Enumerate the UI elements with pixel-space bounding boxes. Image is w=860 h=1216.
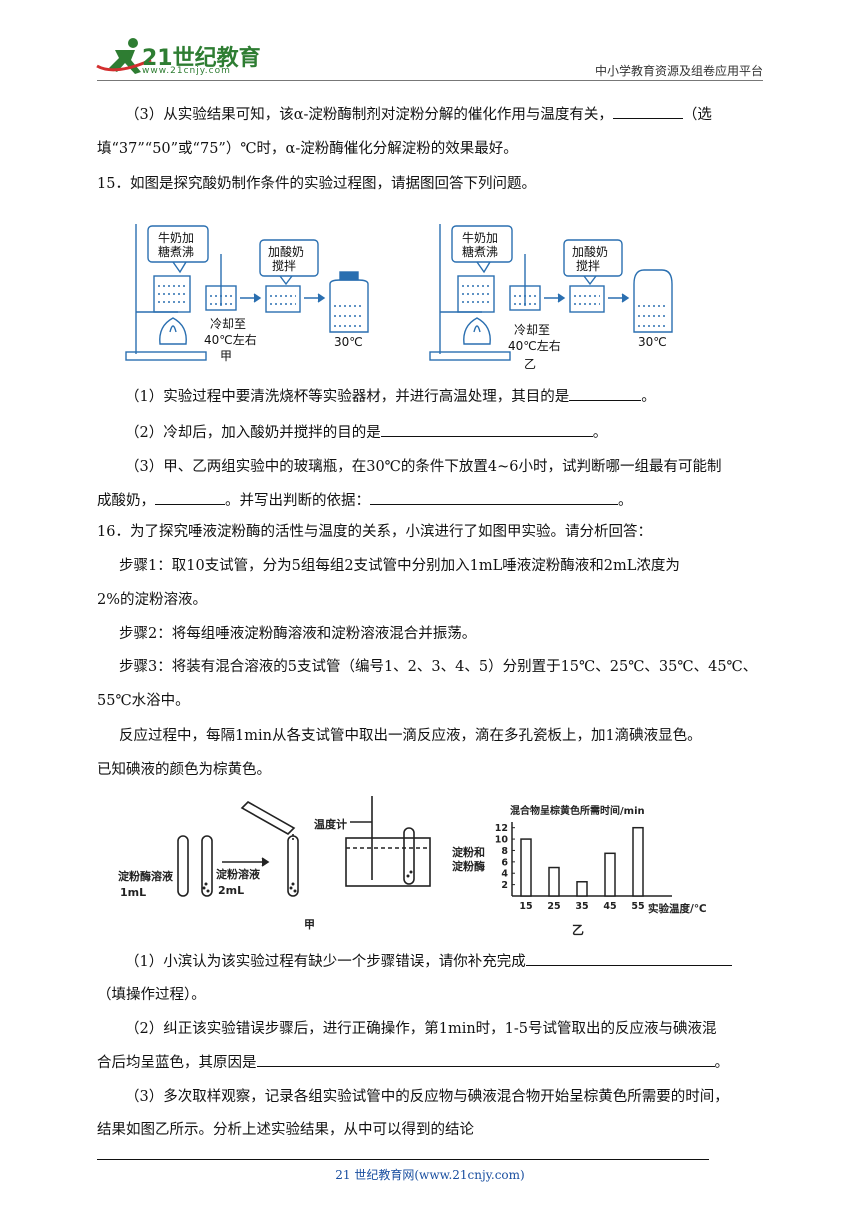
logo-icon — [96, 38, 152, 74]
chart-bar — [604, 852, 616, 897]
chart-ytick-label: 12 — [495, 823, 508, 834]
q15-p3-text-c: 。 — [618, 493, 633, 509]
fig16-label-mix-1: 淀粉和 — [452, 845, 485, 859]
fig-jia-add-2: 搅拌 — [272, 258, 296, 273]
q16-stem: 16．为了探究唾液淀粉酶的活性与温度的关系，小滨进行了如图甲实验。请分析回答： — [97, 524, 652, 540]
q14-p3-line2: 填“37”“50”或“75”）℃时，α-淀粉酶催化分解淀粉的效果最好。 — [97, 141, 518, 157]
q16-p1-line2: （填操作过程）。 — [97, 987, 206, 1003]
q16-p2-line2: 合后均呈蓝色，其原因是 。 — [97, 1052, 763, 1073]
fig16-label-enzyme: 淀粉酶溶液 — [118, 869, 174, 883]
q15-p1-end: 。 — [641, 389, 656, 405]
fig-jia-temp: 30℃ — [334, 335, 363, 349]
q16-step3-line2: 55℃水浴中。 — [97, 693, 190, 709]
fig-jia-boil-1: 牛奶加 — [158, 230, 194, 245]
q16-p2-line1: （2）纠正该实验错误步骤后，进行正确操作，第1min时，1-5号试管取出的反应液… — [125, 1021, 717, 1037]
answer-blank[interactable] — [612, 104, 683, 119]
q15-p3-line2: 成酸奶， 。并写出判断的依据： 。 — [97, 490, 763, 511]
q15-p3-text-b: 。并写出判断的依据： — [225, 493, 370, 509]
chart-bar — [520, 838, 532, 897]
q15-p2-end: 。 — [592, 425, 608, 441]
q16-p3-line2: 结果如图乙所示。分析上述实验结果，从中可以得到的结论 — [97, 1122, 474, 1138]
chart-bar — [632, 826, 644, 897]
q14-p3-text-b: （选 — [682, 107, 712, 123]
answer-blank[interactable] — [525, 951, 732, 966]
q15-figure: 牛奶加 糖煮沸 加酸奶 搅拌 冷却至 40℃左右 甲 30℃ 牛奶加 糖煮沸 加… — [125, 224, 673, 371]
fig-yi-boil-1: 牛奶加 — [462, 230, 498, 245]
q16-p1-line1: （1）小滨认为该实验过程有缺少一个步骤错误，请你补充完成 — [97, 951, 763, 972]
q15-stem: 15．如图是探究酸奶制作条件的实验过程图，请据图回答下列问题。 — [97, 176, 536, 192]
q16-p2-end: 。 — [714, 1055, 730, 1071]
chart-xtick-label: 45 — [603, 901, 616, 912]
q14-p3-line1: （3）从实验结果可知，该α-淀粉酶制剂对淀粉分解的催化作用与温度有关， （选 — [97, 104, 763, 125]
q16-reaction-line1: 反应过程中，每隔1min从各支试管中取出一滴反应液，滴在多孔瓷板上，加1滴碘液显… — [119, 728, 702, 744]
fig-yi-cool-1: 冷却至 — [514, 323, 550, 337]
chart-xlabel: 实验温度/℃ — [648, 902, 707, 915]
chart-caption: 乙 — [572, 923, 584, 937]
fig-jia-name: 甲 — [220, 349, 232, 363]
chart-xtick-label: 35 — [575, 901, 588, 912]
answer-blank[interactable] — [370, 490, 618, 505]
fig16-label-starch: 淀粉溶液 — [216, 867, 261, 881]
footer-divider — [97, 1159, 709, 1160]
fig-jia-boil-2: 糖煮沸 — [158, 244, 194, 259]
fig16-label-enzyme-vol: 1mL — [120, 886, 146, 899]
q16-step3-line1: 步骤3：将装有混合溶液的5支试管（编号1、2、3、4、5）分别置于15℃、25℃… — [119, 659, 758, 675]
chart-ytick-label: 8 — [501, 846, 508, 857]
q14-p3-text-a: （3）从实验结果可知，该α-淀粉酶制剂对淀粉分解的催化作用与温度有关， — [125, 107, 613, 123]
fig-yi-cool-2: 40℃左右 — [508, 338, 561, 353]
q15-p3-line1: （3）甲、乙两组实验中的玻璃瓶，在30℃的条件下放置4~6小时，试判断哪一组最有… — [125, 459, 722, 475]
fig-jia-cool-2: 40℃左右 — [204, 332, 257, 347]
chart-ytick-label: 4 — [501, 869, 508, 880]
fig-yi-boil-2: 糖煮沸 — [462, 244, 498, 259]
chart-bar — [576, 881, 588, 897]
chart-title: 混合物呈棕黄色所需时间/min — [510, 804, 645, 817]
q15-p1: （1）实验过程中要清洗烧杯等实验器材，并进行高温处理，其目的是 。 — [97, 386, 763, 407]
chart-xtick-label: 15 — [519, 901, 532, 912]
q15-fig-jia — [125, 224, 369, 361]
fig16-label-starch-vol: 2mL — [218, 884, 244, 897]
fig-yi-add-2: 搅拌 — [576, 258, 600, 273]
q15-p1-text: （1）实验过程中要清洗烧杯等实验器材，并进行高温处理，其目的是 — [125, 389, 570, 405]
fig-jia-add-1: 加酸奶 — [268, 244, 304, 259]
answer-blank[interactable] — [256, 1052, 715, 1067]
fig-yi-add-1: 加酸奶 — [572, 244, 608, 259]
header-right-title: 中小学教育资源及组卷应用平台 — [594, 64, 763, 78]
chart-xtick-label: 55 — [631, 901, 644, 912]
chart-bar — [548, 866, 560, 897]
q16-step1-line2: 2%的淀粉溶液。 — [97, 592, 208, 608]
q16-step1-line1: 步骤1：取10支试管，分为5组每组2支试管中分别加入1mL唾液淀粉酶液和2mL浓… — [119, 558, 680, 574]
q16-p1-text: （1）小滨认为该实验过程有缺少一个步骤错误，请你补充完成 — [125, 954, 526, 970]
header-divider — [97, 80, 763, 81]
q16-reaction-line2: 已知碘液的颜色为棕黄色。 — [97, 762, 271, 778]
fig-yi-name: 乙 — [524, 357, 536, 371]
fig16-label-thermo: 温度计 — [314, 817, 347, 831]
chart-ytick-label: 10 — [495, 835, 509, 846]
chart-xtick-label: 25 — [547, 901, 560, 912]
logo-main-text: 21世纪教育 — [142, 46, 261, 71]
fig-jia-cool-1: 冷却至 — [210, 317, 246, 331]
q15-p3-text-a: 成酸奶， — [97, 493, 155, 509]
chart-ytick-label: 2 — [501, 880, 508, 891]
q16-p3-line1: （3）多次取样观察，记录各组实验试管中的反应物与碘液混合物开始呈棕黄色所需要的时… — [125, 1089, 729, 1105]
answer-blank[interactable] — [569, 386, 642, 401]
q15-p2: （2）冷却后，加入酸奶并搅拌的目的是 。 — [97, 422, 763, 443]
header: 21世纪教育 www.21cnjy.com 中小学教育资源及组卷应用平台 — [0, 0, 860, 82]
q16-p2-text: 合后均呈蓝色，其原因是 — [97, 1055, 257, 1071]
fig16-jia-name: 甲 — [304, 918, 315, 931]
q15-p2-text: （2）冷却后，加入酸奶并搅拌的目的是 — [125, 425, 381, 441]
q16-step2: 步骤2：将每组唾液淀粉酶溶液和淀粉溶液混合并振荡。 — [119, 626, 477, 642]
answer-blank[interactable] — [380, 422, 593, 437]
fig16-label-mix-2: 淀粉酶 — [452, 859, 485, 873]
chart-ytick-label: 6 — [501, 857, 508, 868]
footer-text: 21 世纪教育网(www.21cnjy.com) — [335, 1168, 525, 1182]
q15-fig-yi — [429, 224, 673, 361]
answer-blank[interactable] — [155, 490, 225, 505]
fig-yi-temp: 30℃ — [638, 335, 667, 349]
q16-figure-jia: 淀粉酶溶液 1mL 淀粉溶液 2mL 温度计 淀粉和 淀粉酶 甲 — [118, 796, 485, 931]
logo-url: www.21cnjy.com — [142, 66, 231, 76]
